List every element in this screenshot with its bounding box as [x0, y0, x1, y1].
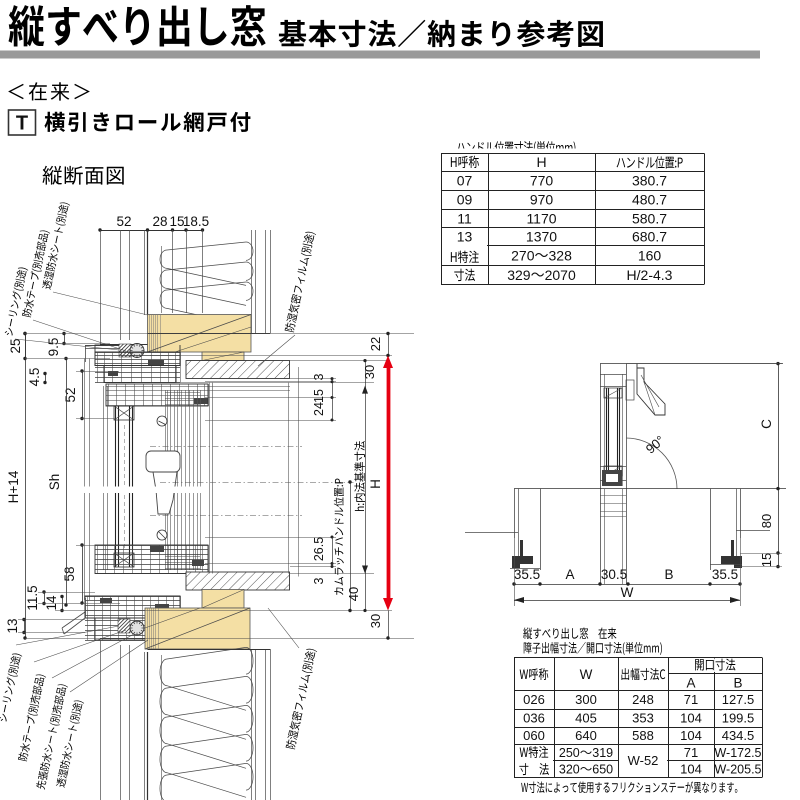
- svg-text:970: 970: [530, 192, 554, 208]
- svg-text:90°: 90°: [643, 432, 668, 456]
- svg-text:W: W: [580, 667, 593, 682]
- svg-text:22: 22: [368, 337, 383, 351]
- svg-text:588: 588: [632, 728, 654, 743]
- svg-text:40: 40: [346, 587, 361, 601]
- svg-text:104: 104: [680, 762, 702, 777]
- svg-text:B: B: [664, 567, 673, 582]
- svg-text:13: 13: [5, 618, 20, 633]
- svg-text:18.5: 18.5: [183, 214, 209, 229]
- svg-text:09: 09: [457, 192, 473, 208]
- svg-text:248: 248: [632, 692, 654, 707]
- svg-text:T: T: [16, 113, 28, 135]
- svg-text:15: 15: [759, 553, 774, 567]
- svg-text:52: 52: [116, 214, 131, 229]
- svg-text:C: C: [759, 419, 774, 429]
- svg-text:30.5: 30.5: [601, 567, 627, 582]
- svg-text:71: 71: [684, 692, 698, 707]
- svg-text:25: 25: [8, 338, 23, 353]
- svg-text:127.5: 127.5: [722, 692, 755, 707]
- svg-text:52: 52: [63, 387, 78, 402]
- svg-text:11: 11: [457, 210, 472, 226]
- svg-text:4.5: 4.5: [27, 368, 42, 387]
- svg-text:A: A: [686, 676, 695, 691]
- svg-text:11.5: 11.5: [25, 585, 40, 610]
- svg-text:30: 30: [368, 614, 383, 628]
- svg-text:28: 28: [152, 214, 167, 229]
- svg-text:434.5: 434.5: [722, 728, 755, 743]
- svg-text:405: 405: [575, 711, 597, 726]
- svg-text:1370: 1370: [526, 229, 557, 245]
- svg-text:3: 3: [312, 373, 326, 380]
- svg-text:58: 58: [62, 566, 77, 581]
- svg-text:320～650: 320～650: [559, 763, 613, 777]
- svg-text:B: B: [733, 676, 742, 691]
- svg-text:W-205.5: W-205.5: [714, 763, 761, 777]
- svg-text:104: 104: [680, 728, 702, 743]
- svg-text:1170: 1170: [526, 210, 556, 226]
- svg-text:300: 300: [575, 692, 597, 707]
- svg-text:24: 24: [312, 402, 326, 416]
- svg-text:15: 15: [169, 214, 184, 229]
- svg-text:H+14: H+14: [6, 470, 21, 503]
- svg-text:13: 13: [457, 229, 473, 245]
- svg-text:060: 060: [523, 728, 545, 743]
- svg-text:71: 71: [684, 745, 698, 760]
- svg-text:26.5: 26.5: [312, 537, 326, 561]
- svg-text:W: W: [621, 585, 634, 600]
- svg-text:W-172.5: W-172.5: [714, 746, 761, 760]
- svg-text:H: H: [536, 154, 546, 170]
- svg-text:580.7: 580.7: [632, 210, 667, 226]
- svg-text:W-52: W-52: [628, 753, 659, 768]
- svg-text:104: 104: [680, 711, 702, 726]
- svg-text:329～2070: 329～2070: [507, 267, 576, 283]
- svg-text:770: 770: [530, 173, 554, 189]
- svg-text:199.5: 199.5: [722, 711, 755, 726]
- svg-text:480.7: 480.7: [632, 192, 667, 208]
- svg-text:3: 3: [312, 577, 326, 584]
- svg-text:35.5: 35.5: [712, 567, 738, 582]
- svg-text:270～328: 270～328: [511, 248, 572, 264]
- svg-text:30: 30: [362, 365, 377, 379]
- svg-text:380.7: 380.7: [632, 173, 667, 189]
- svg-text:160: 160: [638, 248, 662, 264]
- svg-text:A: A: [565, 567, 574, 582]
- svg-text:14: 14: [44, 595, 59, 611]
- svg-text:Sh: Sh: [47, 474, 62, 491]
- svg-text:9.5: 9.5: [46, 338, 61, 357]
- svg-text:036: 036: [523, 711, 545, 726]
- svg-text:15: 15: [312, 389, 326, 403]
- svg-text:026: 026: [523, 692, 545, 707]
- svg-text:640: 640: [575, 728, 597, 743]
- svg-text:250～319: 250～319: [559, 746, 613, 760]
- svg-text:80: 80: [759, 514, 774, 528]
- svg-text:353: 353: [632, 711, 654, 726]
- svg-text:H: H: [368, 479, 383, 489]
- svg-text:H/2-4.3: H/2-4.3: [627, 267, 673, 283]
- svg-text:35.5: 35.5: [514, 567, 540, 582]
- svg-text:07: 07: [457, 173, 473, 189]
- svg-text:680.7: 680.7: [632, 229, 667, 245]
